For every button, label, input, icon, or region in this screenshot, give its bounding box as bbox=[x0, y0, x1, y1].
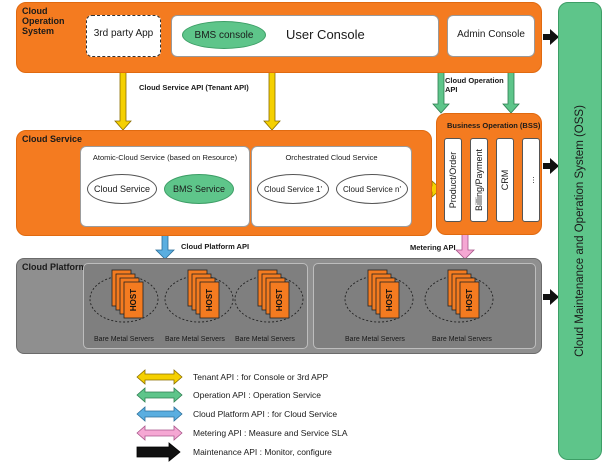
bss-col-more: ... bbox=[522, 138, 540, 222]
operation-api-label: Cloud Operation API bbox=[445, 76, 504, 94]
host-cluster-4-boundary bbox=[344, 275, 414, 323]
third-party-app-box: 3rd party App bbox=[86, 15, 161, 57]
host-server-4-4 bbox=[379, 281, 400, 319]
bms-service-ellipse: BMS Service bbox=[164, 174, 234, 204]
maintenance-arrow-top bbox=[543, 29, 559, 45]
orchestrated-title: Orchestrated Cloud Service bbox=[285, 153, 378, 162]
host-server-1-4 bbox=[123, 281, 144, 319]
server-label-2: Bare Metal Servers bbox=[165, 336, 225, 343]
host-server-5-4 bbox=[459, 281, 480, 319]
cloud-service-n-label: Cloud Service n' bbox=[343, 184, 401, 194]
host-label-3: HOST bbox=[275, 289, 284, 311]
server-label-1: Bare Metal Servers bbox=[94, 336, 154, 343]
tenant-api-label: Cloud Service API (Tenant API) bbox=[139, 83, 249, 92]
maintenance-arrow-platform bbox=[543, 289, 559, 305]
server-label-3: Bare Metal Servers bbox=[235, 336, 295, 343]
bss-col-billing-payment: Billing/Payment bbox=[470, 138, 488, 222]
atomic-cloud-service-ellipse: Cloud Service bbox=[87, 174, 157, 204]
cloud-service-1-label: Cloud Service 1' bbox=[264, 184, 322, 194]
host-cluster-5-boundary bbox=[424, 275, 494, 323]
admin-console-label: Admin Console bbox=[457, 29, 525, 40]
user-console-box: BMS console User Console bbox=[171, 15, 439, 57]
orchestrated-cloud-service-box: Orchestrated Cloud Service Cloud Service… bbox=[251, 146, 412, 227]
bms-console-ellipse: BMS console bbox=[182, 21, 266, 49]
bms-service-label: BMS Service bbox=[172, 184, 225, 194]
oss-side-block: Cloud Maintenance and Operation System (… bbox=[558, 2, 602, 460]
host-cluster-1-boundary bbox=[89, 275, 159, 323]
metering-api-label: Metering API bbox=[410, 243, 456, 252]
legend-platform-text: Cloud Platform API : for Cloud Service bbox=[193, 409, 338, 419]
bss-col-crm: CRM bbox=[496, 138, 514, 222]
user-console-label: User Console bbox=[286, 27, 365, 42]
host-label-2: HOST bbox=[205, 289, 214, 311]
host-cluster-2-boundary bbox=[164, 275, 234, 323]
host-label-4: HOST bbox=[385, 289, 394, 311]
cloud-service-n-ellipse: Cloud Service n' bbox=[336, 174, 408, 204]
server-label-4: Bare Metal Servers bbox=[345, 336, 405, 343]
host-server-3-4 bbox=[269, 281, 290, 319]
cloud-platform-title: Cloud Platform bbox=[22, 262, 87, 272]
third-party-app-label: 3rd party App bbox=[93, 28, 154, 39]
legend-arrow-metering bbox=[136, 425, 183, 441]
maintenance-arrow-middle bbox=[543, 158, 559, 174]
server-group-right bbox=[313, 263, 536, 349]
cloud-service-1-ellipse: Cloud Service 1' bbox=[257, 174, 329, 204]
bms-console-label: BMS console bbox=[194, 29, 254, 41]
legend-arrow-operation bbox=[136, 387, 183, 403]
atomic-cloud-service-label: Cloud Service bbox=[93, 184, 151, 194]
legend-maintenance-text: Maintenance API : Monitor, configure bbox=[193, 447, 332, 457]
admin-console-box: Admin Console bbox=[447, 15, 535, 57]
legend-arrow-platform bbox=[136, 406, 183, 422]
legend-operation-text: Operation API : Operation Service bbox=[193, 390, 322, 400]
atomic-title: Atomic-Cloud Service (based on Resource) bbox=[92, 153, 238, 162]
legend-arrow-tenant bbox=[136, 369, 183, 385]
atomic-cloud-service-box: Atomic-Cloud Service (based on Resource)… bbox=[80, 146, 250, 227]
bss-title: Business Operation (BSS) bbox=[447, 121, 541, 130]
bss-col-product-order: Product/Order bbox=[444, 138, 462, 222]
legend-tenant-text: Tenant API : for Console or 3rd APP bbox=[193, 372, 329, 382]
legend-metering-text: Metering API : Measure and Service SLA bbox=[193, 428, 348, 438]
cloud-operation-system-title: Cloud Operation System bbox=[22, 6, 65, 36]
server-label-5: Bare Metal Servers bbox=[432, 336, 492, 343]
cloud-service-title: Cloud Service bbox=[22, 134, 83, 144]
platform-api-label: Cloud Platform API bbox=[181, 242, 250, 251]
host-label-1: HOST bbox=[129, 289, 138, 311]
legend-arrow-maintenance bbox=[136, 442, 181, 462]
host-server-2-4 bbox=[199, 281, 220, 319]
host-cluster-3-boundary bbox=[234, 275, 304, 323]
host-label-5: HOST bbox=[465, 289, 474, 311]
